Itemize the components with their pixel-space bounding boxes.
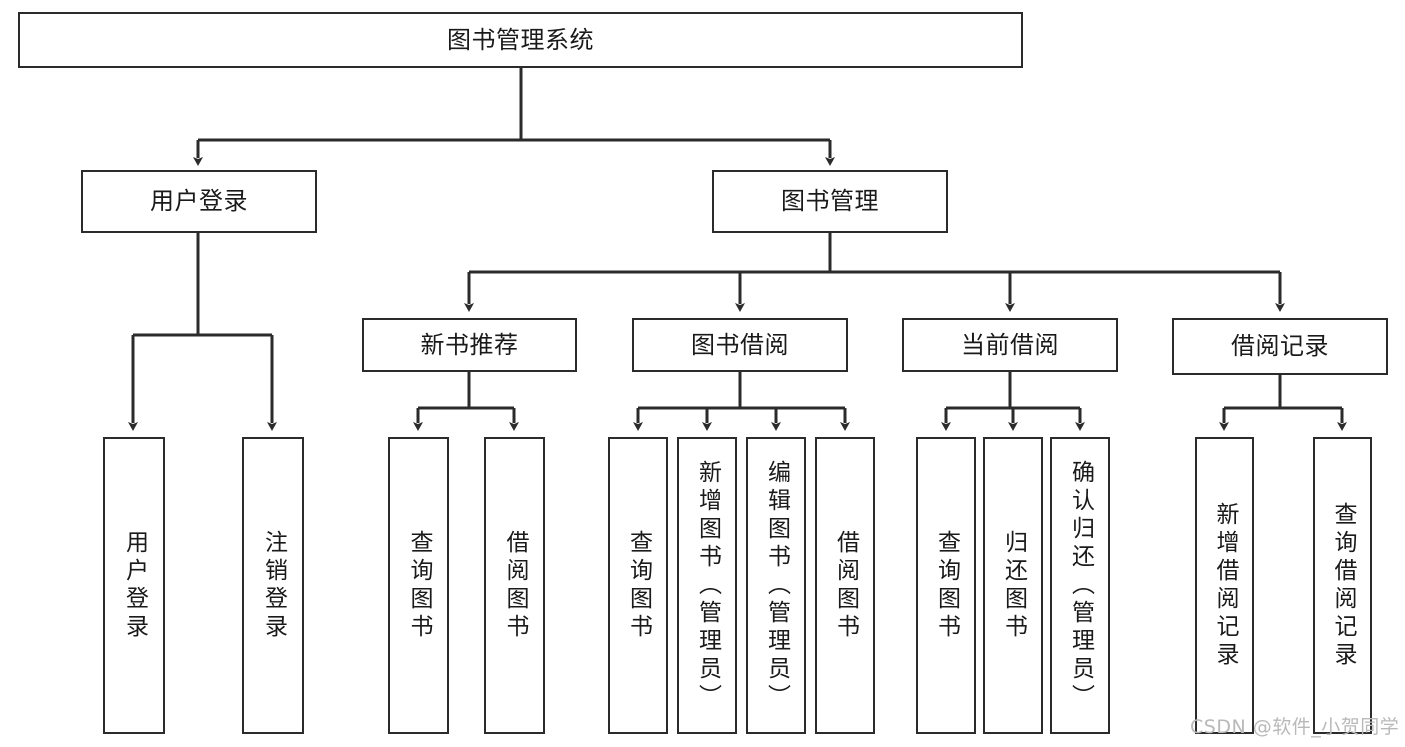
node-leaf-confirm-return[interactable]: 确认归还（管理员） (1050, 437, 1110, 734)
edges-newbook-to-leaves (413, 372, 519, 431)
node-label: 注销登录 (260, 529, 287, 642)
node-borrow-record[interactable]: 借阅记录 (1172, 318, 1388, 375)
node-leaf-return-book[interactable]: 归还图书 (983, 437, 1043, 734)
node-leaf-logout-login[interactable]: 注销登录 (242, 437, 304, 734)
edges-bookmanage-to-level3 (464, 233, 1285, 312)
node-leaf-query-book-2[interactable]: 查询图书 (608, 437, 668, 734)
node-label: 图书借阅 (691, 330, 789, 359)
edges-root-to-level2 (193, 68, 835, 166)
node-label: 借阅记录 (1231, 332, 1329, 361)
node-label: 当前借阅 (961, 330, 1059, 359)
node-label: 借阅图书 (502, 529, 528, 642)
node-label: 查询图书 (933, 529, 960, 642)
node-label: 新增图书（管理员） (694, 459, 721, 712)
node-label: 查询图书 (406, 529, 432, 642)
node-leaf-query-book-3[interactable]: 查询图书 (916, 437, 976, 734)
node-leaf-user-login[interactable]: 用户登录 (103, 437, 165, 734)
node-current-borrow[interactable]: 当前借阅 (902, 318, 1118, 372)
node-book-manage[interactable]: 图书管理 (712, 170, 948, 233)
edges-borrowrecord-to-leaves (1219, 375, 1347, 431)
node-label: 用户登录 (121, 529, 148, 642)
node-leaf-add-book[interactable]: 新增图书（管理员） (677, 437, 737, 734)
node-label: 查询图书 (625, 529, 652, 642)
node-label: 归还图书 (1000, 529, 1027, 642)
node-root-book-management-system[interactable]: 图书管理系统 (18, 12, 1023, 68)
node-label: 新书推荐 (420, 330, 519, 359)
node-new-book-recommend[interactable]: 新书推荐 (362, 318, 577, 372)
node-book-borrow[interactable]: 图书借阅 (632, 318, 848, 372)
node-leaf-query-record[interactable]: 查询借阅记录 (1313, 437, 1372, 734)
node-label: 查询借阅记录 (1330, 501, 1356, 670)
node-user-login[interactable]: 用户登录 (81, 170, 317, 233)
node-leaf-edit-book[interactable]: 编辑图书（管理员） (746, 437, 806, 734)
edges-currentborrow-to-leaves (941, 372, 1085, 431)
node-leaf-query-book-1[interactable]: 查询图书 (388, 437, 449, 734)
node-label: 确认归还（管理员） (1067, 459, 1094, 712)
edges-userlogin-to-leaves (128, 233, 277, 431)
node-label: 新增借阅记录 (1212, 501, 1238, 670)
node-label: 借阅图书 (832, 529, 859, 642)
edges-bookborrow-to-leaves (633, 372, 850, 431)
node-leaf-add-record[interactable]: 新增借阅记录 (1195, 437, 1254, 734)
node-leaf-borrow-book-1[interactable]: 借阅图书 (484, 437, 545, 734)
node-label: 图书管理 (781, 187, 879, 216)
node-label: 编辑图书（管理员） (763, 459, 790, 712)
node-label: 图书管理系统 (447, 25, 594, 54)
node-leaf-borrow-book-2[interactable]: 借阅图书 (815, 437, 875, 734)
node-label: 用户登录 (150, 187, 248, 216)
